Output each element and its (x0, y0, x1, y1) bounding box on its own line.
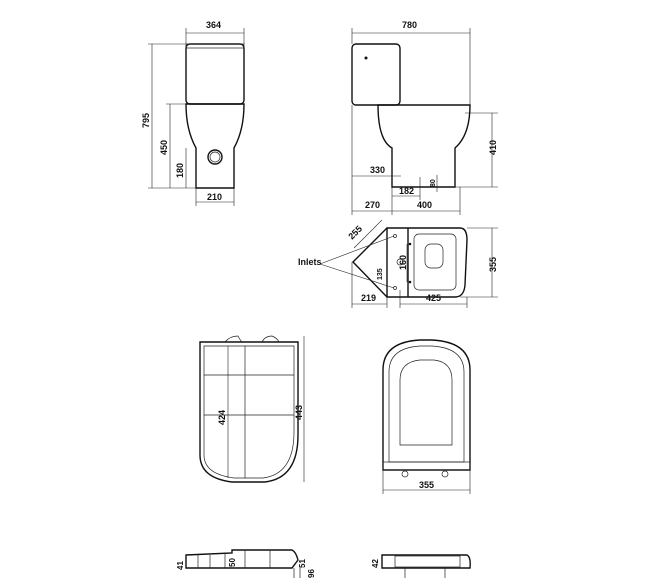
dim-front-height: 41 (176, 561, 185, 570)
dim-bowl-height: 450 (159, 140, 169, 155)
dim-pedestal-width: 210 (207, 192, 222, 202)
dim-bowl-length: 425 (426, 293, 441, 303)
dim-outer-length: 443 (294, 405, 304, 420)
dim-outlet-offset: 330 (370, 165, 385, 175)
side-view: 780 410 330 182 80 270 400 (351, 20, 498, 215)
dim-mid-height: 50 (228, 558, 237, 567)
dim-waste-height: 80 (430, 179, 437, 187)
dim-width: 355 (488, 257, 498, 272)
dim-pedestal-depth: 400 (417, 200, 432, 210)
seat-front-view: 42 (371, 554, 471, 578)
dim-height: 42 (371, 559, 380, 568)
front-view: 364 795 450 180 210 (141, 20, 245, 206)
seat-side-view: 41 50 51 96 (176, 549, 316, 578)
dim-fixing-spacing: 160 (398, 255, 408, 270)
dim-inner-length: 424 (217, 410, 227, 425)
dim-outlet-height: 180 (175, 163, 185, 178)
dim-waste-offset: 182 (399, 186, 414, 196)
inlets-label: Inlets (298, 257, 322, 267)
dim-total-height: 96 (307, 569, 316, 578)
dim-height: 795 (141, 113, 151, 128)
dim-diagonal: 255 (346, 224, 364, 242)
dim-width: 364 (206, 20, 221, 30)
dim-width: 355 (419, 480, 434, 490)
dim-corner-offset: 219 (361, 293, 376, 303)
dim-back-offset: 270 (365, 200, 380, 210)
dim-depth: 780 (402, 20, 417, 30)
dim-hinge-height: 51 (298, 559, 307, 568)
seat-top-view: 424 443 (199, 335, 305, 483)
plan-view: 255 Inlets 135 160 355 219 425 (298, 219, 498, 308)
dim-inlet-spacing: 135 (377, 268, 384, 280)
seat-underside-view: 355 (382, 339, 471, 494)
dim-bowl-height: 410 (488, 140, 498, 155)
